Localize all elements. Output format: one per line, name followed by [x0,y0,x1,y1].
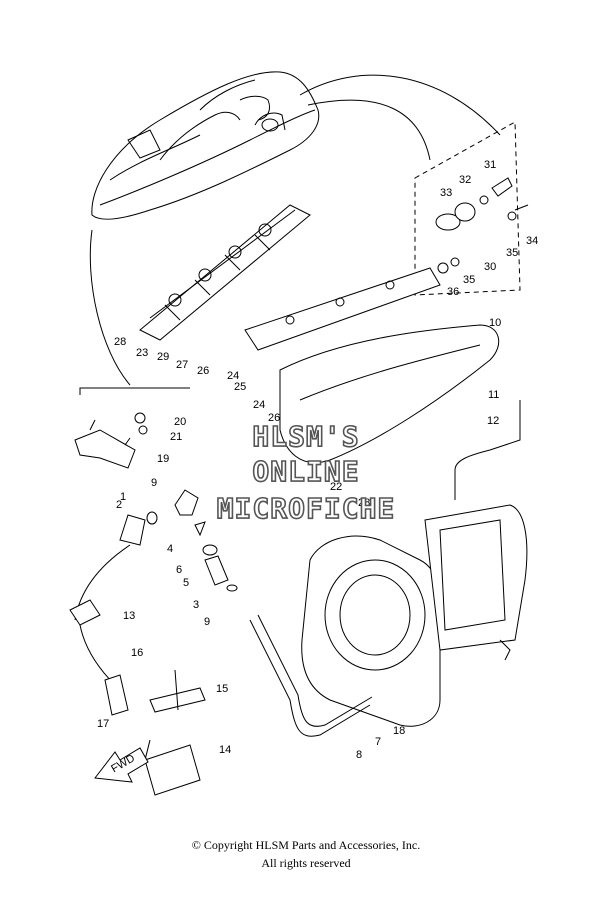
callout-24a: 24 [227,370,239,382]
ride-plate [244,267,441,351]
watermark-line-1: HLSM'S [252,420,359,453]
rights-text: All rights reserved [261,856,351,870]
callout-10: 10 [489,317,501,329]
callout-11: 11 [488,389,499,401]
callout-8: 8 [356,749,362,761]
callout-35b: 35 [463,274,475,286]
callout-9b: 9 [204,616,210,628]
callout-26a: 26 [197,365,209,377]
intake-grate [139,204,311,341]
callout-27: 27 [176,359,188,371]
callout-17: 17 [97,718,109,730]
callout-5: 5 [183,577,189,589]
callout-1: 1 [120,491,126,503]
hose-line-outer [257,614,373,727]
callout-26b: 26 [268,412,280,424]
callout-32: 32 [459,174,471,186]
callout-24b: 24 [253,399,265,411]
callout-7: 7 [375,736,381,748]
callout-28b: 28 [358,497,370,509]
callout-4: 4 [167,543,173,555]
watercraft-illustration [91,71,320,220]
callout-9a: 9 [151,477,157,489]
leader-hull-to-inset-2 [307,99,431,161]
callout-6: 6 [176,564,182,576]
callout-34: 34 [526,235,538,247]
watermark: HLSM'S ONLINE MICROFICHE [216,419,396,526]
hose-line [249,619,371,737]
callout-30: 30 [484,261,496,273]
jet-pump-housing [301,400,528,727]
callout-20: 20 [174,416,186,428]
callout-2: 2 [116,499,122,511]
callout-16: 16 [131,647,143,659]
copyright-text: © Copyright HLSM Parts and Accessories, … [191,838,421,852]
inset-detail-box [414,121,529,296]
pump-cover [279,324,500,464]
callout-13: 13 [123,610,135,622]
callout-35a: 35 [506,247,518,259]
callout-18: 18 [393,725,405,737]
callout-21: 21 [170,431,182,443]
callout-31: 31 [484,159,496,171]
hose-and-filter [69,544,206,796]
callout-29: 29 [157,351,169,363]
fwd-arrow: FWD [94,747,149,783]
leader-hull-to-bracket [89,229,131,386]
callout-14: 14 [219,744,231,756]
callout-19: 19 [157,453,169,465]
bracket-19 [74,387,190,469]
callout-28a: 28 [114,336,126,348]
leader-hull-to-inset [299,74,501,136]
callout-22: 22 [330,481,342,493]
callout-15: 15 [216,683,228,695]
callout-3: 3 [193,599,199,611]
watermark-line-3: MICROFICHE [217,492,396,525]
fittings-group [119,489,238,592]
callout-36: 36 [447,286,459,298]
callout-23: 23 [136,347,148,359]
callout-labels: 1 2 3 4 5 6 7 8 9 9 10 11 12 13 14 15 16… [97,159,538,761]
callout-12: 12 [487,415,499,427]
callout-25: 25 [234,381,246,393]
watermark-line-2: ONLINE [252,455,359,488]
callout-33: 33 [440,187,452,199]
